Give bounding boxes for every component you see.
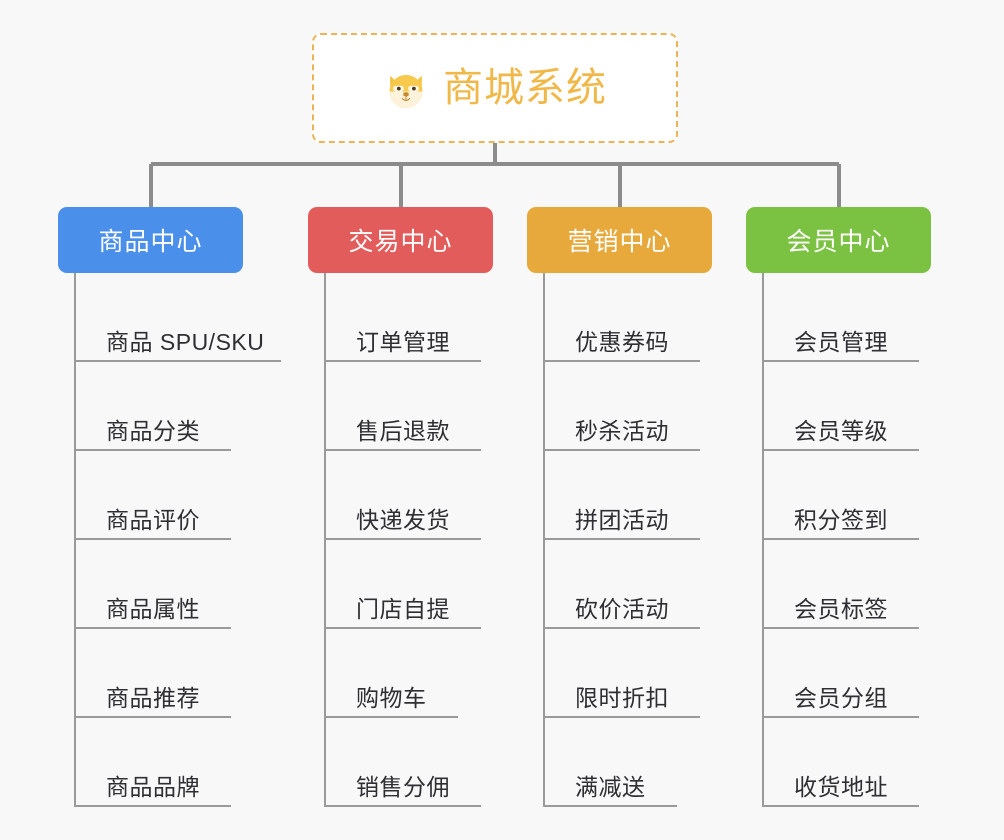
leaf-list-member-center: 会员管理会员等级积分签到会员标签会员分组收货地址	[762, 273, 931, 807]
leaf-underline	[326, 538, 481, 540]
leaf-underline	[76, 360, 281, 362]
leaf-label: 门店自提	[356, 596, 450, 622]
category-column-product-center: 商品中心商品 SPU/SKU 商品分类商品评价商品属性商品推荐商品品牌	[58, 207, 281, 807]
leaf-label: 秒杀活动	[575, 418, 669, 444]
category-column-trade-center: 交易中心订单管理售后退款快递发货门店自提购物车销售分佣	[308, 207, 493, 807]
leaf-item[interactable]: 售后退款	[326, 362, 493, 451]
leaf-item[interactable]: 收货地址	[764, 718, 931, 807]
leaf-underline	[764, 538, 919, 540]
root-title: 商城系统	[443, 66, 607, 110]
category-header-label: 商品中心	[98, 228, 203, 256]
leaf-label: 会员分组	[794, 685, 888, 711]
leaf-label: 积分签到	[794, 507, 888, 533]
category-header-label: 营销中心	[567, 228, 672, 256]
leaf-item[interactable]: 砍价活动	[545, 540, 712, 629]
leaf-label: 满减送	[575, 774, 646, 800]
category-header-member-center[interactable]: 会员中心	[746, 207, 931, 273]
leaf-item[interactable]: 会员等级	[764, 362, 931, 451]
category-header-label: 会员中心	[786, 228, 891, 256]
leaf-label: 快递发货	[356, 507, 450, 533]
leaf-underline	[76, 449, 231, 451]
leaf-label: 商品推荐	[106, 685, 200, 711]
category-header-marketing-center[interactable]: 营销中心	[527, 207, 712, 273]
leaf-underline	[764, 360, 919, 362]
leaf-item[interactable]: 商品分类	[76, 362, 278, 451]
leaf-item[interactable]: 商品 SPU/SKU	[76, 273, 281, 362]
leaf-label: 售后退款	[356, 418, 450, 444]
leaf-item[interactable]: 会员标签	[764, 540, 931, 629]
category-header-product-center[interactable]: 商品中心	[58, 207, 243, 273]
leaf-underline	[545, 360, 700, 362]
category-header-trade-center[interactable]: 交易中心	[308, 207, 493, 273]
leaf-underline	[764, 716, 919, 718]
leaf-item[interactable]: 商品品牌	[76, 718, 278, 807]
root-node[interactable]: 商城系统	[312, 33, 678, 143]
leaf-underline	[76, 805, 231, 807]
leaf-item[interactable]: 拼团活动	[545, 451, 712, 540]
leaf-item[interactable]: 商品评价	[76, 451, 278, 540]
leaf-underline	[326, 716, 458, 718]
leaf-underline	[545, 538, 700, 540]
leaf-list-marketing-center: 优惠券码秒杀活动拼团活动砍价活动限时折扣满减送	[543, 273, 712, 807]
leaf-underline	[326, 805, 481, 807]
leaf-item[interactable]: 门店自提	[326, 540, 493, 629]
leaf-label: 会员等级	[794, 418, 888, 444]
leaf-item[interactable]: 积分签到	[764, 451, 931, 540]
leaf-label: 会员标签	[794, 596, 888, 622]
leaf-label: 会员管理	[794, 329, 888, 355]
leaf-item[interactable]: 商品推荐	[76, 629, 278, 718]
leaf-underline	[545, 805, 677, 807]
leaf-item[interactable]: 优惠券码	[545, 273, 712, 362]
leaf-label: 限时折扣	[575, 685, 669, 711]
leaf-underline	[545, 449, 700, 451]
leaf-underline	[326, 627, 481, 629]
leaf-label: 优惠券码	[575, 329, 669, 355]
leaf-label: 商品分类	[106, 418, 200, 444]
shiba-dog-face-icon	[389, 74, 423, 108]
leaf-item[interactable]: 销售分佣	[326, 718, 493, 807]
leaf-underline	[764, 449, 919, 451]
leaf-label: 商品 SPU/SKU	[106, 329, 265, 355]
leaf-item[interactable]: 快递发货	[326, 451, 493, 540]
leaf-label: 订单管理	[356, 329, 450, 355]
leaf-underline	[326, 449, 481, 451]
leaf-underline	[76, 716, 231, 718]
leaf-item[interactable]: 会员管理	[764, 273, 931, 362]
leaf-item[interactable]: 秒杀活动	[545, 362, 712, 451]
leaf-label: 商品属性	[106, 596, 200, 622]
leaf-label: 购物车	[356, 685, 427, 711]
leaf-item[interactable]: 购物车	[326, 629, 493, 718]
leaf-underline	[76, 538, 231, 540]
leaf-item[interactable]: 商品属性	[76, 540, 278, 629]
leaf-underline	[764, 627, 919, 629]
leaf-label: 砍价活动	[575, 596, 669, 622]
leaf-list-product-center: 商品 SPU/SKU 商品分类商品评价商品属性商品推荐商品品牌	[74, 273, 281, 807]
leaf-label: 收货地址	[794, 774, 888, 800]
category-header-label: 交易中心	[348, 228, 453, 256]
leaf-label: 商品品牌	[106, 774, 200, 800]
leaf-underline	[76, 627, 231, 629]
leaf-underline	[764, 805, 919, 807]
leaf-underline	[326, 360, 481, 362]
leaf-item[interactable]: 会员分组	[764, 629, 931, 718]
category-column-marketing-center: 营销中心优惠券码秒杀活动拼团活动砍价活动限时折扣满减送	[527, 207, 712, 807]
leaf-item[interactable]: 限时折扣	[545, 629, 712, 718]
leaf-label: 商品评价	[106, 507, 200, 533]
leaf-underline	[545, 627, 700, 629]
leaf-label: 销售分佣	[356, 774, 450, 800]
category-column-member-center: 会员中心会员管理会员等级积分签到会员标签会员分组收货地址	[746, 207, 931, 807]
leaf-item[interactable]: 满减送	[545, 718, 712, 807]
leaf-list-trade-center: 订单管理售后退款快递发货门店自提购物车销售分佣	[324, 273, 493, 807]
leaf-label: 拼团活动	[575, 507, 669, 533]
leaf-item[interactable]: 订单管理	[326, 273, 493, 362]
leaf-underline	[545, 716, 700, 718]
